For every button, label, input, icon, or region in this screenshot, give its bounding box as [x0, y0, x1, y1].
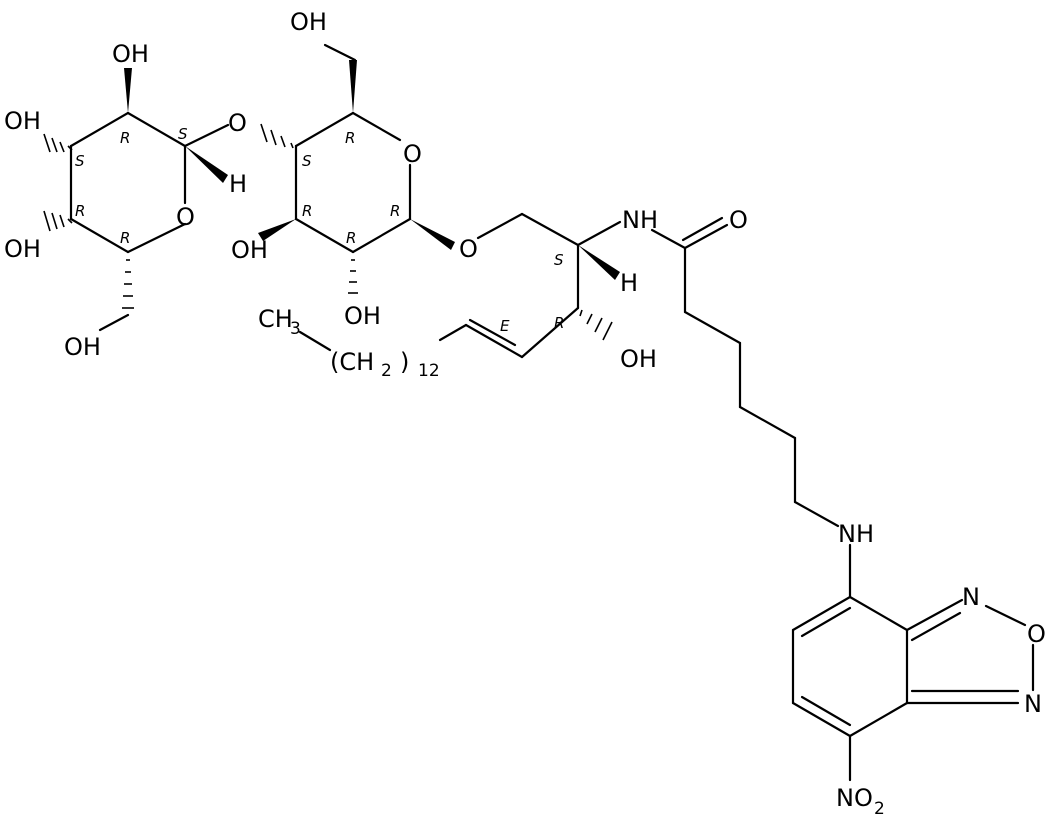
hash-bond — [579, 309, 613, 341]
wedge-bond — [578, 245, 620, 280]
stereo-labels: R S S R R R S R R R S R E — [75, 125, 564, 335]
atom-label: O — [1027, 620, 1046, 648]
hash-bond — [43, 210, 73, 232]
atom-label: OH — [4, 235, 41, 263]
atom-label: OH — [231, 236, 268, 264]
stereo-label: R — [346, 229, 356, 247]
atom-label: H — [620, 269, 638, 297]
atom-label: OH — [64, 333, 101, 361]
bond — [791, 701, 852, 738]
bond — [464, 323, 524, 359]
atom-label: O — [176, 203, 195, 231]
stereo-label: R — [120, 129, 130, 147]
atom-label: N — [1024, 690, 1042, 718]
atom-label: OH — [344, 302, 381, 330]
wedge-bond — [349, 60, 357, 113]
stereo-label: S — [75, 152, 85, 170]
stereo-label: R — [345, 129, 355, 147]
atom-label: OH — [112, 40, 149, 68]
bond — [126, 222, 187, 254]
stereo-label: S — [178, 125, 188, 143]
atom-label: OH — [4, 107, 41, 135]
bond — [298, 330, 332, 352]
wedge-bond — [410, 219, 455, 250]
hashed-bonds — [43, 123, 613, 341]
bond — [323, 43, 357, 62]
bond-lines — [69, 43, 1035, 782]
bond — [69, 111, 130, 148]
bond — [791, 595, 852, 632]
bond — [800, 695, 852, 727]
hash-bond — [260, 123, 294, 149]
atom-label: O — [403, 140, 422, 168]
bond — [69, 217, 130, 254]
atom-label: NH — [838, 520, 874, 548]
bond — [681, 216, 724, 242]
stereo-label: R — [75, 202, 85, 220]
stereo-label: S — [302, 152, 312, 170]
bond — [576, 220, 622, 247]
stereo-label: R — [390, 202, 400, 220]
atom-label: O — [729, 206, 748, 234]
bond — [984, 604, 1027, 627]
bond — [351, 111, 402, 142]
bond — [438, 323, 468, 342]
bond — [294, 217, 355, 254]
wedge-bond — [124, 68, 132, 113]
bond — [848, 701, 909, 738]
bond — [683, 223, 729, 250]
atom-label: NO — [836, 784, 873, 812]
wedge-bonds — [124, 60, 620, 280]
bond — [476, 212, 524, 240]
bond — [294, 111, 355, 148]
hash-bond — [43, 133, 73, 153]
stereo-label: R — [554, 314, 564, 332]
atom-subscript: 3 — [290, 319, 301, 339]
bond — [683, 310, 742, 345]
bond — [910, 611, 962, 642]
bond — [650, 228, 687, 250]
stereo-label: R — [302, 202, 312, 220]
bond — [98, 313, 130, 332]
bond — [126, 111, 187, 148]
atom-subscript: 2 — [381, 361, 392, 381]
stereo-label: R — [120, 229, 130, 247]
atom-label: NH — [622, 206, 658, 234]
atom-label: N — [962, 583, 980, 611]
atom-labels: OH OH OH OH O H O OH O OH OH O NH O H OH… — [4, 8, 1046, 819]
atom-label: CH — [258, 305, 293, 333]
bond — [520, 306, 580, 359]
bond — [468, 318, 517, 347]
wedge-bond — [185, 146, 228, 183]
atom-label: ) — [400, 348, 409, 376]
wedge-bond — [258, 219, 296, 241]
atom-label: O — [228, 109, 247, 137]
repeat-count: 12 — [418, 361, 440, 381]
bond — [905, 598, 964, 632]
atom-subscript: 2 — [874, 799, 885, 819]
bond — [520, 212, 580, 247]
bond — [183, 123, 230, 148]
bond — [738, 405, 797, 440]
bond — [848, 595, 909, 632]
bond — [800, 606, 852, 638]
hash-bond — [348, 259, 358, 294]
bond — [793, 500, 840, 528]
atom-label: O — [459, 235, 478, 263]
atom-label: H — [229, 170, 247, 198]
atom-label: (CH — [330, 348, 374, 376]
atom-label: OH — [290, 8, 327, 36]
bond — [351, 217, 412, 254]
stereo-label: S — [554, 251, 564, 269]
stereo-label: E — [500, 317, 510, 335]
atom-label: OH — [620, 345, 657, 373]
hash-bond — [122, 259, 134, 309]
